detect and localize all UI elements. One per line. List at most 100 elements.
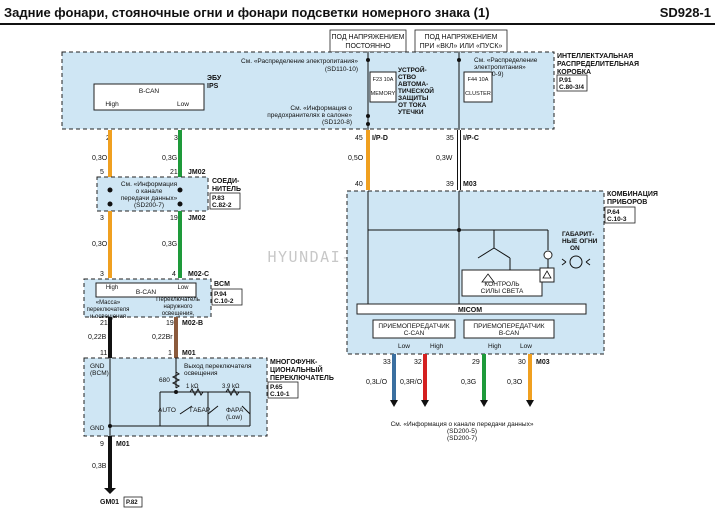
tail-lamp-label: ГАБАРИТ- НЫЕ ОГНИ ON [562, 231, 598, 252]
pin-cl-32: 32 [414, 359, 422, 366]
svg-text:предохранителях в салоне»: предохранителях в салоне» [267, 112, 352, 119]
resistor-3k9-label: 3.9 kΩ [222, 384, 240, 390]
svg-text:High: High [106, 285, 118, 291]
svg-text:АВТОМА-: АВТОМА- [398, 81, 428, 88]
svg-text:ИНТЕЛЛЕКТУАЛЬНАЯ: ИНТЕЛЛЕКТУАЛЬНАЯ [557, 53, 633, 60]
svg-text:НЫЕ ОГНИ: НЫЕ ОГНИ [562, 238, 598, 245]
ground-gm01: GM01 P.82 [100, 496, 143, 508]
diagram-code: SD928-1 [660, 5, 711, 20]
pin-mfs-1: 1 [168, 350, 172, 357]
svg-text:C.82-2: C.82-2 [212, 202, 232, 209]
svg-text:(Low): (Low) [226, 414, 242, 421]
mfs-gnd-bcm: GND (BCM) [90, 363, 109, 377]
transistor [477, 247, 511, 259]
smart-box-ref: P.91 C.80-3/4 [556, 74, 588, 92]
pin-sb-45: 45 [355, 135, 363, 142]
cc-high-label: High [430, 343, 444, 350]
svg-text:ЭБУ: ЭБУ [207, 75, 222, 82]
fuse-f23-memory: F23 10A MEMORY [369, 71, 397, 103]
svg-text:BCM: BCM [214, 281, 230, 288]
conn-m02b: M02-B [182, 320, 203, 327]
svg-text:УТЕЧКИ: УТЕЧКИ [398, 109, 424, 116]
svg-text:РАСПРЕДЕЛИТЕЛЬНАЯ: РАСПРЕДЕЛИТЕЛЬНАЯ [557, 61, 639, 68]
svg-text:ПОД НАПРЯЖЕНИЕМ: ПОД НАПРЯЖЕНИЕМ [425, 34, 498, 41]
wire-label-w11: 0,3R/O [400, 379, 423, 386]
pin-cl-40: 40 [355, 181, 363, 188]
svg-text:B-CAN: B-CAN [139, 88, 160, 95]
conn-ipc: I/P-C [463, 135, 479, 142]
conn-m01-b: M01 [116, 441, 130, 448]
ground-symbol [104, 488, 116, 494]
conn-m02c: M02-C [188, 271, 209, 278]
pin-cl-39: 39 [446, 181, 454, 188]
svg-text:Low: Low [177, 101, 189, 108]
connector-ref: P.83 C.82-2 [209, 192, 241, 210]
svg-text:P.94: P.94 [214, 291, 227, 298]
svg-text:IPS: IPS [207, 83, 219, 90]
svg-text:о канале: о канале [136, 188, 163, 195]
svg-text:Low: Low [177, 285, 189, 291]
svg-text:КОНТРОЛЬ: КОНТРОЛЬ [484, 281, 519, 288]
bcm-bus: B-CAN High Low [95, 282, 197, 298]
svg-text:P.83: P.83 [212, 195, 225, 202]
svg-text:«Масса»: «Масса» [96, 300, 121, 306]
mfs-name: МНОГОФУНК- ЦИОНАЛЬНЫЙ ПЕРЕКЛЮЧАТЕЛЬ P.65… [267, 359, 334, 399]
svg-text:B-CAN: B-CAN [499, 330, 520, 337]
leakage-protection-label: УСТРОЙ- СТВО АВТОМА- ТИЧЕСКОЙ ЗАЩИТЫ ОТ … [398, 65, 434, 116]
bcm-switch-label: Переключатель наружного освещения, [156, 297, 200, 317]
pin-c-19: 19 [170, 215, 178, 222]
svg-text:P.82: P.82 [126, 500, 138, 506]
ref-fuse-info: См. «Информация о предохранителях в сало… [267, 105, 352, 126]
wire-label-w8: 0,5O [348, 155, 364, 162]
wire-label-w3: 0,3O [92, 241, 108, 248]
svg-text:ПОД НАПРЯЖЕНИЕМ: ПОД НАПРЯЖЕНИЕМ [332, 34, 405, 41]
resistor-680 [171, 371, 181, 389]
svg-text:P.65: P.65 [270, 384, 283, 391]
svg-text:ТИЧЕСКОЙ: ТИЧЕСКОЙ [398, 86, 434, 95]
pin-bcm-21: 21 [100, 320, 108, 327]
pin-bcm-3: 3 [100, 271, 104, 278]
svg-text:C.80-3/4: C.80-3/4 [559, 84, 584, 91]
svg-text:КОМБИНАЦИЯ: КОМБИНАЦИЯ [607, 191, 658, 198]
bcm-name: BCM P.94 C.10-2 [211, 281, 243, 306]
svg-text:наружного: наружного [163, 304, 193, 310]
smart-box-name: ИНТЕЛЛЕКТУАЛЬНАЯ РАСПРЕДЕЛИТЕЛЬНАЯ КОРОБ… [557, 53, 639, 76]
conn-jm02-b: JM02 [188, 215, 206, 222]
switch-head-label: ФАРА (Low) [226, 407, 244, 421]
svg-text:P.64: P.64 [607, 209, 620, 216]
pin-cl-29: 29 [472, 359, 480, 366]
svg-text:GND: GND [90, 363, 105, 370]
svg-text:MEMORY: MEMORY [371, 91, 396, 97]
connector-jm02 [96, 176, 209, 212]
svg-text:передачи данных»: передачи данных» [121, 195, 178, 202]
ecu-ips: B-CAN High Low [93, 83, 205, 111]
cluster-name: КОМБИНАЦИЯ ПРИБОРОВ P.64 C.10-3 [604, 191, 658, 224]
supply-ignition-label: ПОД НАПРЯЖЕНИЕМ ПРИ «ВКЛ» ИЛИ «ПУСК» [414, 29, 508, 53]
wire-label-w10: 0,3L/O [366, 379, 388, 386]
wire-label-w13: 0,3O [507, 379, 523, 386]
dimmer-amp [539, 267, 555, 283]
wire-label-w1: 0,3O [92, 155, 108, 162]
transceiver-b-can: ПРИЕМОПЕРЕДАТЧИК B-CAN [463, 319, 555, 339]
connector-info-ref: См. «Информация о канале передачи данных… [121, 181, 178, 209]
svg-text:См. «Распределение электропита: См. «Распределение электропитания» [241, 58, 358, 65]
supply-constant-label: ПОД НАПРЯЖЕНИЕМ ПОСТОЯННО [329, 29, 407, 53]
bottom-data-ref: См. «Информация о канале передачи данных… [391, 421, 534, 442]
mfs-gnd: GND [90, 425, 105, 432]
bc-low-label: Low [520, 343, 532, 350]
wire-label-w12: 0,3G [461, 379, 476, 386]
svg-text:МНОГОФУНК-: МНОГОФУНК- [270, 359, 318, 366]
svg-text:(SD120-8): (SD120-8) [322, 119, 352, 126]
svg-text:См. «Распределение: См. «Распределение [474, 57, 538, 64]
resistor-1k-label: 1 kΩ [186, 384, 199, 390]
svg-text:(SD200-5): (SD200-5) [447, 428, 477, 435]
svg-text:C.10-2: C.10-2 [214, 298, 234, 305]
wire-label-w2: 0,3G [162, 155, 177, 162]
ecu-ips-name: ЭБУ IPS [207, 75, 222, 90]
svg-text:УСТРОЙ-: УСТРОЙ- [398, 65, 427, 74]
pin-c-21: 21 [170, 169, 178, 176]
cc-low-label: Low [398, 343, 410, 350]
conn-m03-b: M03 [536, 359, 550, 366]
svg-text:CLUSTER: CLUSTER [465, 91, 491, 97]
